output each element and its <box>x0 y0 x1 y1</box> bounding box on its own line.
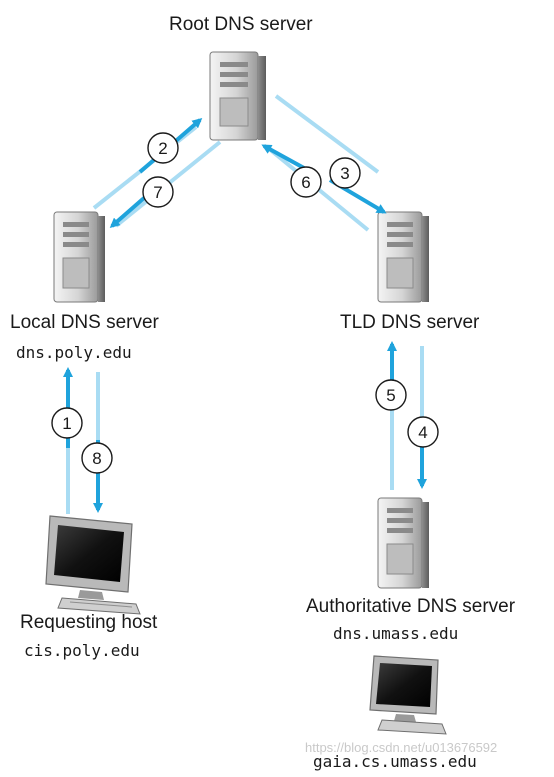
requesting-host-computer-icon <box>45 515 141 615</box>
local-server-label: Local DNS server <box>10 312 159 333</box>
step-6-badge: 6 <box>290 166 322 198</box>
tld-server-icon <box>377 211 429 303</box>
step-8-badge: 8 <box>81 442 113 474</box>
step-1-number: 1 <box>62 414 71 433</box>
step-7-badge: 7 <box>142 176 174 208</box>
step-5-badge: 5 <box>375 379 407 411</box>
step-4-number: 4 <box>418 423 427 442</box>
target-host-address: gaia.cs.umass.edu <box>313 752 477 771</box>
authoritative-server-host: dns.umass.edu <box>333 624 459 643</box>
root-server-label: Root DNS server <box>169 14 313 35</box>
step-2-number: 2 <box>158 139 167 158</box>
step-5-number: 5 <box>386 386 395 405</box>
step-3-badge: 3 <box>329 157 361 189</box>
authoritative-server-icon <box>377 497 429 589</box>
requesting-host-label: Requesting host <box>20 612 158 633</box>
root-server-icon <box>209 51 266 141</box>
step-1-badge: 1 <box>51 407 83 439</box>
step-3-return-path <box>274 94 380 174</box>
watermark: https://blog.csdn.net/u013676592 <box>305 740 498 755</box>
requesting-host-address: cis.poly.edu <box>24 641 140 660</box>
step-6-arrow <box>261 144 305 170</box>
tld-server-label: TLD DNS server <box>340 312 480 333</box>
local-server-icon <box>53 211 105 303</box>
step-7-number: 7 <box>153 183 162 202</box>
step-4-badge: 4 <box>407 416 439 448</box>
local-server-host: dns.poly.edu <box>16 343 132 362</box>
step-6-number: 6 <box>301 173 310 192</box>
step-2-badge: 2 <box>147 132 179 164</box>
authoritative-server-label: Authoritative DNS server <box>306 596 516 617</box>
step-8-number: 8 <box>92 449 101 468</box>
target-host-computer-icon <box>369 655 447 735</box>
step-3-number: 3 <box>340 164 349 183</box>
